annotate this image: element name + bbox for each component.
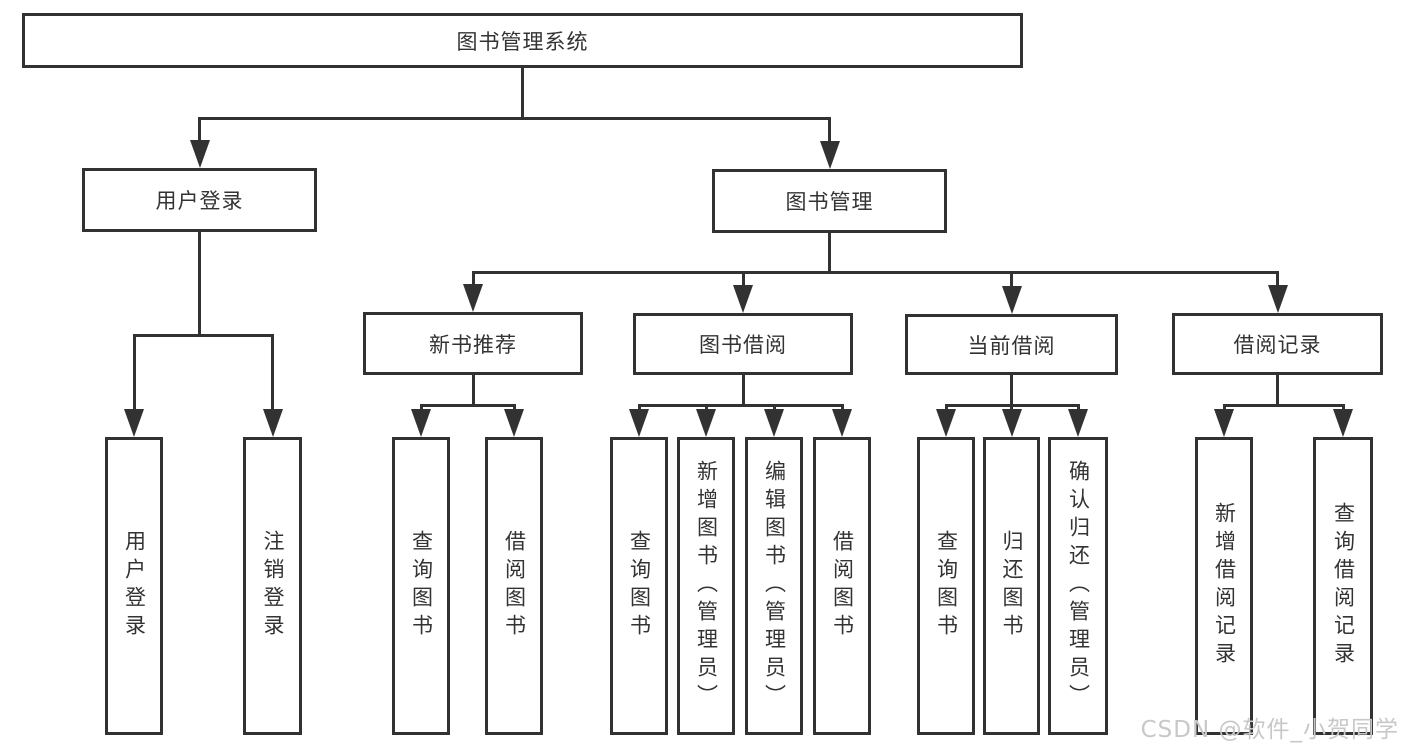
connector-line (471, 270, 1279, 274)
recommend-query-books-box: 查询图书 (392, 437, 450, 735)
borrow-borrow-books-label: 借阅图书 (830, 530, 855, 642)
records-add-record-box: 新增借阅记录 (1195, 437, 1253, 735)
user-login-leaf-label: 用户登录 (122, 530, 147, 642)
arrowhead-down-icon (189, 140, 210, 168)
arrowhead-down-icon (733, 285, 753, 313)
recommend-borrow-books-label: 借阅图书 (502, 530, 527, 642)
connector-line (772, 405, 776, 412)
arrowhead-down-icon (819, 141, 840, 169)
recommend-query-books-label: 查询图书 (409, 530, 434, 642)
connector-line (1010, 405, 1013, 412)
arrowhead-down-icon (1267, 285, 1288, 313)
connector-line (132, 335, 136, 412)
arrowhead-down-icon (764, 409, 784, 437)
connector-line (1010, 375, 1013, 407)
book-management-branch-box: 图书管理 (712, 169, 947, 233)
arrowhead-down-icon (504, 409, 524, 437)
current-confirm-return-admin-label: 确认归还（管理员） (1066, 460, 1091, 712)
connector-line (132, 333, 274, 337)
connector-line (419, 405, 423, 412)
current-query-books-box: 查询图书 (917, 437, 975, 735)
arrowhead-down-icon (1214, 409, 1234, 437)
current-confirm-return-admin-box: 确认归还（管理员） (1048, 437, 1108, 735)
connector-line (944, 405, 948, 412)
connector-line (1341, 405, 1345, 412)
arrowhead-down-icon (1333, 409, 1353, 437)
book-borrow-box: 图书借阅 (633, 313, 853, 375)
connector-line (471, 272, 475, 287)
connector-line (271, 335, 274, 412)
connector-line (471, 375, 475, 407)
connector-line (828, 233, 831, 274)
connector-line (521, 68, 524, 120)
borrow-add-books-admin-box: 新增图书（管理员） (677, 437, 735, 735)
book-borrow-label: 图书借阅 (699, 333, 787, 357)
borrow-records-label: 借阅记录 (1233, 333, 1322, 357)
borrow-edit-books-admin-box: 编辑图书（管理员） (745, 437, 803, 735)
connector-line (512, 405, 516, 412)
connector-line (741, 375, 745, 407)
user-login-branch-box: 用户登录 (82, 168, 317, 232)
connector-line (1276, 375, 1279, 407)
connector-line (419, 403, 516, 407)
watermark: CSDN @软件_小贺同学 (1140, 717, 1399, 743)
logout-leaf-box: 注销登录 (243, 437, 302, 735)
arrowhead-down-icon (411, 409, 431, 437)
arrowhead-down-icon (1001, 286, 1022, 314)
borrow-add-books-admin-label: 新增图书（管理员） (694, 460, 719, 712)
arrowhead-down-icon (936, 409, 956, 437)
connector-line (704, 405, 708, 412)
system-title-box: 图书管理系统 (22, 13, 1023, 68)
borrow-edit-books-admin-label: 编辑图书（管理员） (762, 460, 787, 712)
current-borrow-box: 当前借阅 (905, 314, 1118, 375)
connector-line (1276, 272, 1279, 288)
logout-leaf-label: 注销登录 (261, 530, 285, 642)
borrow-records-box: 借阅记录 (1172, 313, 1383, 375)
connector-line (198, 118, 201, 143)
arrowhead-down-icon (463, 284, 483, 312)
borrow-query-books-box: 查询图书 (610, 437, 668, 735)
connector-line (840, 405, 844, 412)
connector-line (1222, 403, 1345, 407)
connector-line (1010, 272, 1013, 289)
arrowhead-down-icon (696, 409, 716, 437)
new-book-recommend-label: 新书推荐 (429, 332, 517, 357)
current-borrow-label: 当前借阅 (967, 333, 1056, 358)
arrowhead-down-icon (262, 409, 283, 437)
connector-line (1076, 405, 1080, 412)
connector-line (637, 405, 641, 412)
records-query-record-label: 查询借阅记录 (1331, 502, 1356, 670)
borrow-borrow-books-box: 借阅图书 (813, 437, 871, 735)
connector-line (741, 272, 745, 288)
current-return-books-box: 归还图书 (983, 437, 1040, 735)
borrow-query-books-label: 查询图书 (627, 530, 652, 642)
arrowhead-down-icon (629, 409, 649, 437)
arrowhead-down-icon (832, 409, 852, 437)
connector-line (1222, 405, 1226, 412)
new-book-recommend-box: 新书推荐 (363, 312, 583, 375)
recommend-borrow-books-box: 借阅图书 (485, 437, 543, 735)
records-query-record-box: 查询借阅记录 (1313, 437, 1373, 735)
arrowhead-down-icon (1001, 409, 1022, 437)
user-login-leaf-box: 用户登录 (105, 437, 163, 735)
book-management-branch-label: 图书管理 (785, 190, 874, 214)
connector-line (637, 403, 844, 407)
system-title-label: 图书管理系统 (456, 29, 589, 54)
connector-line (198, 232, 201, 337)
connector-line (198, 116, 831, 120)
connector-line (828, 118, 831, 144)
user-login-branch-label: 用户登录 (155, 189, 244, 213)
arrowhead-down-icon (124, 409, 144, 437)
current-return-books-label: 归还图书 (1000, 530, 1024, 642)
current-query-books-label: 查询图书 (934, 530, 959, 642)
arrowhead-down-icon (1068, 409, 1088, 437)
records-add-record-label: 新增借阅记录 (1212, 502, 1237, 670)
